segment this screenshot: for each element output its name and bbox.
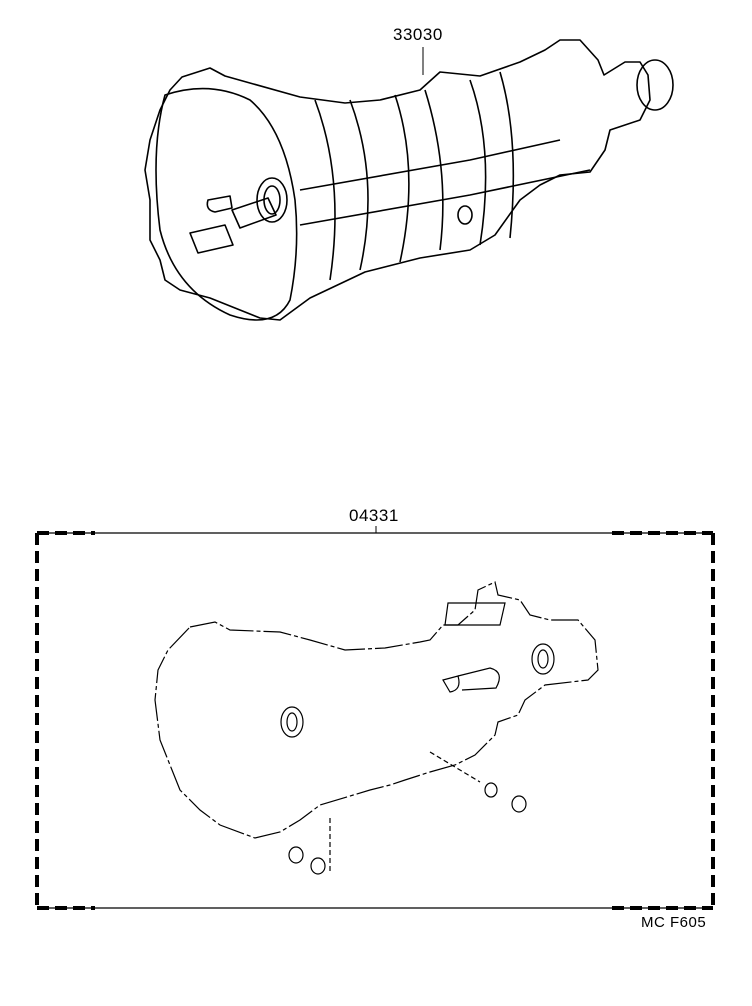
part-number-label-transmission: 33030 <box>393 25 443 44</box>
transmission-assembly-drawing <box>144 39 674 321</box>
gasket-kit-box <box>35 526 715 910</box>
part-number-label-gasket-kit: 04331 <box>349 506 399 525</box>
figure-code-label: MC F605 <box>641 914 707 931</box>
gasket-kit-drawing <box>154 581 599 875</box>
